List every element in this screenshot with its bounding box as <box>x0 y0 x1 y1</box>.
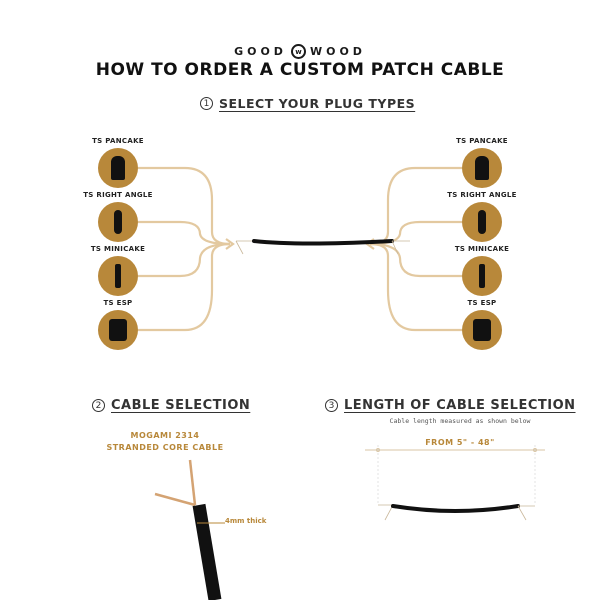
length-range: FROM 5" - 48" <box>425 438 495 447</box>
length-diagram <box>365 445 545 521</box>
plug-right-rightangle[interactable] <box>462 202 502 242</box>
step-2-number: 2 <box>92 399 105 412</box>
cable-type-line2: STRANDED CORE CABLE <box>106 443 224 452</box>
brand-right: WOOD <box>309 45 366 58</box>
cable-type: MOGAMI 2314 STRANDED CORE CABLE <box>100 430 230 454</box>
cable-type-line1: MOGAMI 2314 <box>130 431 200 440</box>
cable-closeup-icon <box>154 459 225 600</box>
goodwood-logo-icon: w <box>290 44 306 59</box>
plug-label-right-minicake: TS MINICAKE <box>454 245 510 253</box>
brand: GOOD w WOOD <box>0 44 600 59</box>
step-1-label: SELECT YOUR PLUG TYPES <box>219 96 416 111</box>
plug-right-pancake[interactable] <box>462 148 502 188</box>
plug-label-right-esp: TS ESP <box>467 299 497 307</box>
length-note: Cable length measured as shown below <box>389 417 531 425</box>
left-line-esp <box>138 242 231 332</box>
minicake-plug-icon <box>479 264 485 288</box>
plug-left-esp[interactable] <box>98 310 138 350</box>
step-2-label: CABLE SELECTION <box>111 398 251 413</box>
plug-left-pancake[interactable] <box>98 148 138 188</box>
left-line-pancake <box>138 166 231 246</box>
plug-label-right-rightangle: TS RIGHT ANGLE <box>447 191 517 199</box>
step-3-label: LENGTH OF CABLE SELECTION <box>344 398 576 413</box>
esp-plug-icon <box>473 319 491 341</box>
plug-right-esp[interactable] <box>462 310 502 350</box>
page-title: HOW TO ORDER A CUSTOM PATCH CABLE <box>95 60 505 80</box>
step-3-header: 3 LENGTH OF CABLE SELECTION <box>325 398 576 413</box>
left-line-minicake <box>138 242 231 278</box>
right-line-pancake <box>369 166 462 246</box>
pancake-plug-icon <box>111 156 125 180</box>
right-angle-plug-icon <box>114 210 122 234</box>
plug-label-right-pancake: TS PANCAKE <box>456 137 508 145</box>
plug-label-left-esp: TS ESP <box>103 299 133 307</box>
plug-label-left-pancake: TS PANCAKE <box>92 137 144 145</box>
pancake-plug-icon <box>475 156 489 180</box>
plug-left-minicake[interactable] <box>98 256 138 296</box>
left-line-rightangle <box>138 220 231 246</box>
cable-thickness: 4mm thick <box>225 517 267 525</box>
plug-label-left-minicake: TS MINICAKE <box>90 245 146 253</box>
right-line-esp <box>369 242 462 332</box>
step-3-number: 3 <box>325 399 338 412</box>
brand-left: GOOD <box>234 45 287 58</box>
left-arrow-icon <box>225 238 235 250</box>
step-1-number: 1 <box>200 97 213 110</box>
step-2-header: 2 CABLE SELECTION <box>92 398 250 413</box>
patch-cable-icon <box>235 239 410 255</box>
plug-right-minicake[interactable] <box>462 256 502 296</box>
plug-left-rightangle[interactable] <box>98 202 138 242</box>
right-angle-plug-icon <box>478 210 486 234</box>
minicake-plug-icon <box>115 264 121 288</box>
right-line-minicake <box>369 242 462 278</box>
step-1-header: 1 SELECT YOUR PLUG TYPES <box>200 96 415 111</box>
esp-plug-icon <box>109 319 127 341</box>
plug-label-left-rightangle: TS RIGHT ANGLE <box>83 191 153 199</box>
